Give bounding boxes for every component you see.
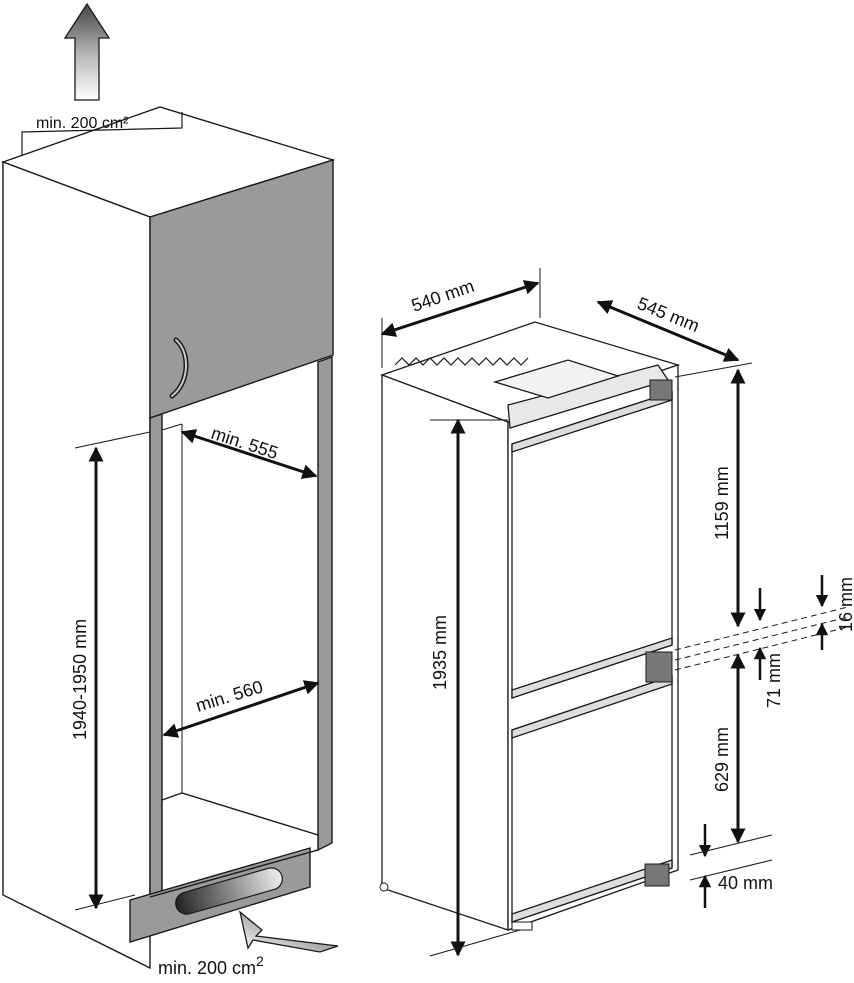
cabinet-side-panel — [2, 160, 151, 970]
niche-depth-label: min. 555 — [209, 423, 281, 463]
vent-up-arrow — [63, 2, 111, 101]
fridge-foot — [379, 882, 389, 892]
vent-top-bracket — [21, 112, 183, 155]
niche-floor — [161, 792, 319, 894]
fridge-height-label: 1935 mm — [430, 615, 450, 690]
vent-in-arrow — [238, 910, 339, 953]
niche-frame-right — [317, 356, 333, 852]
top-mounting-plate — [492, 359, 621, 399]
vent-bottom-label: min. 200 cm2 — [158, 953, 264, 978]
niche-frame-left — [149, 413, 163, 898]
niche-depth-arrow — [180, 429, 318, 479]
bottom-gap-label: 40 mm — [718, 873, 773, 893]
niche-width-label: min. 560 — [193, 677, 265, 716]
vent-bottom-text: min. 200 cm — [158, 958, 256, 978]
fridge — [380, 321, 681, 931]
fridge-width-label: 540 mm — [409, 276, 477, 316]
fridge-width-arrow — [380, 280, 540, 337]
fridge-depth-arrow — [596, 300, 740, 362]
gap-71-label: 71 mm — [764, 653, 784, 708]
lower-door-trim — [511, 675, 673, 739]
vent-bottom-superscript: 2 — [256, 953, 264, 969]
hinge-bottom — [644, 863, 670, 887]
cabinet — [0, 106, 336, 970]
upper-door-label: 1159 mm — [712, 466, 732, 540]
hinge-top — [649, 379, 673, 401]
vent-grille — [175, 867, 283, 915]
hinges — [644, 379, 673, 887]
vent-top-label: min. 200 cm² — [36, 115, 129, 132]
cabinet-upper-door — [149, 159, 334, 419]
hinge-middle — [645, 651, 673, 683]
niche-width-arrow — [162, 680, 320, 738]
niche-height-label: 1940-1950 mm — [70, 619, 90, 740]
fridge-foot-front — [511, 921, 533, 931]
top-ridge — [394, 357, 529, 366]
lower-door-label: 629 mm — [712, 727, 732, 792]
gap-16-label: 16 mm — [836, 577, 854, 632]
